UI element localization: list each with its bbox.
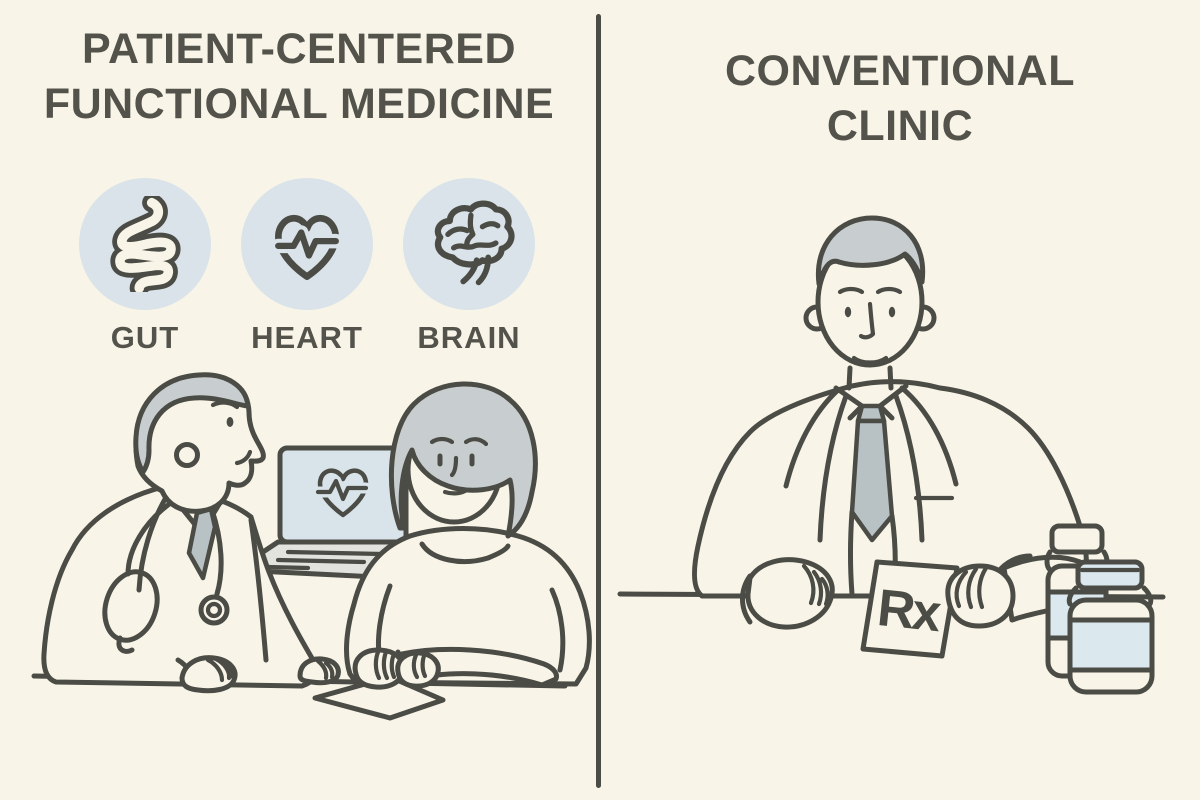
patient-mouth: [442, 488, 468, 496]
patient-nose: [449, 455, 459, 478]
doctor-hand-near: [179, 655, 238, 694]
brain-label: BRAIN: [417, 320, 521, 355]
right-title-line1: CONVENTIONAL: [725, 47, 1075, 95]
doctor-brows: [837, 286, 903, 295]
doctor-hair: [815, 215, 926, 287]
doctor-nose: [858, 301, 876, 340]
conventional-clinic-scene: Rx: [617, 215, 1166, 695]
stethoscope-bell: [198, 594, 230, 626]
consultation-scene: [31, 372, 592, 721]
bottle-label: [1067, 617, 1155, 673]
rx-symbol: Rx: [875, 579, 944, 643]
doctor-figure: [41, 372, 341, 694]
doctor-coat: [41, 484, 320, 689]
heart-icon: [271, 214, 343, 280]
stethoscope-tube: [125, 499, 175, 577]
doctor-mouth: [234, 449, 253, 466]
icon-item-heart: HEART: [241, 178, 373, 356]
panel-divider: [596, 14, 601, 788]
patient-brows: [429, 436, 489, 447]
heart-label: HEART: [251, 320, 363, 355]
right-panel-title: CONVENTIONAL CLINIC: [602, 44, 1198, 154]
left-title-line1: PATIENT-CENTERED: [81, 25, 517, 73]
patient-eyes: [437, 453, 475, 467]
pill-bottle-front: [1066, 559, 1155, 695]
brain-icon-circle: [403, 178, 535, 310]
brain-icon: [434, 200, 515, 286]
doctor-brow: [210, 400, 240, 410]
tie-blade: [849, 418, 895, 543]
heart-icon-circle: [241, 178, 373, 310]
doctor-figure: Rx: [692, 215, 1089, 659]
patient-figure: [312, 381, 592, 721]
left-title-line2: FUNCTIONAL MEDICINE: [43, 80, 555, 128]
organ-icon-row: GUT HEART: [79, 178, 535, 356]
prescription-pad: [860, 559, 960, 659]
doctor-eye: [226, 417, 234, 427]
patient-neckline: [419, 541, 511, 564]
left-panel-title: PATIENT-CENTERED FUNCTIONAL MEDICINE: [0, 22, 598, 132]
doctor-ear: [174, 442, 200, 468]
bottle-cap: [1075, 559, 1145, 591]
patient-sweater: [344, 526, 592, 687]
icon-item-gut: GUT: [79, 178, 211, 356]
icon-item-brain: BRAIN: [403, 178, 535, 356]
doctor-hair: [133, 372, 251, 475]
gut-icon: [110, 196, 181, 292]
doctor-mouth: [851, 355, 889, 365]
patient-hair: [388, 381, 538, 539]
laptop-with-heart-ecg: [233, 445, 409, 581]
gut-icon-circle: [79, 178, 211, 310]
patient-hand-right: [395, 650, 441, 689]
gut-label: GUT: [110, 320, 180, 355]
right-title-line2: CLINIC: [826, 102, 974, 150]
pill-bottles: [1044, 523, 1155, 695]
